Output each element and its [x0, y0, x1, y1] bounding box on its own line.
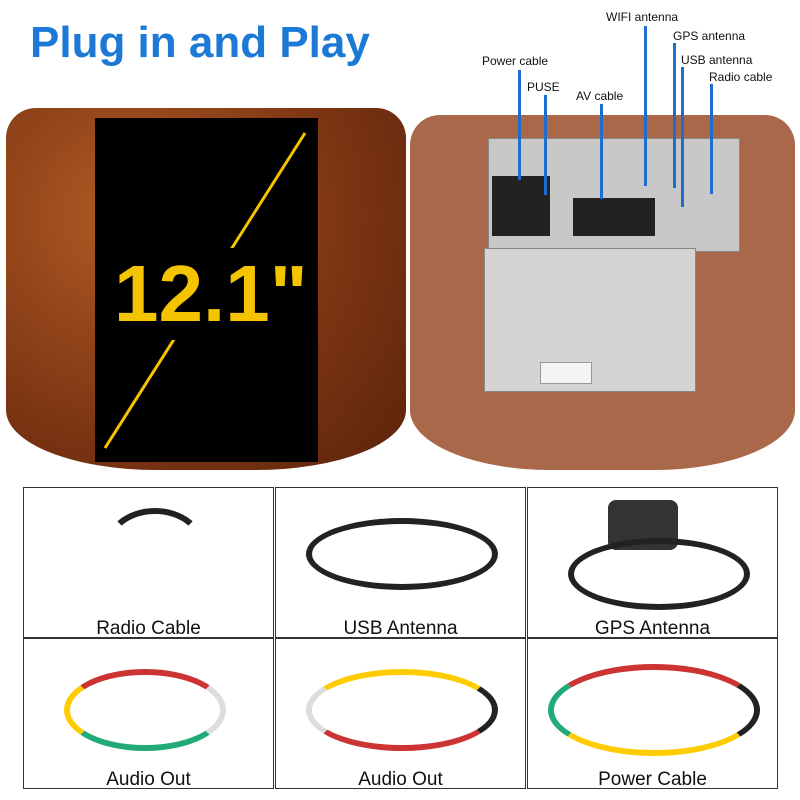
power-connector: [492, 176, 550, 236]
accessory-cell: [527, 487, 778, 638]
accessory-cell: [527, 638, 778, 789]
accessory-cell: [275, 487, 526, 638]
callout-line: [600, 104, 603, 199]
screen-size-label: 12.1": [110, 248, 312, 340]
accessory-label: Radio Cable: [96, 618, 201, 639]
accessory-cell: [23, 487, 274, 638]
accessory-label: GPS Antenna: [594, 618, 711, 639]
callout-puse: PUSE: [527, 80, 560, 94]
callout-power-cable: Power cable: [482, 54, 549, 68]
accessory-label: USB Antenna: [343, 618, 458, 639]
accessory-label: Power Cable: [598, 769, 707, 790]
callout-line: [518, 70, 521, 180]
accessory-cell: [23, 638, 274, 789]
callout-line: [673, 43, 676, 188]
callout-line: [544, 95, 547, 195]
callout-radio-cable: Radio cable: [709, 70, 773, 84]
av-connector: [573, 198, 655, 236]
callout-usb-antenna: USB antenna: [681, 53, 753, 67]
callout-line: [710, 84, 713, 194]
accessory-cell: [275, 638, 526, 789]
accessory-label: Audio Out: [106, 769, 191, 790]
callout-gps-antenna: GPS antenna: [673, 29, 746, 43]
page-title: Plug in and Play: [30, 18, 370, 67]
callout-av-cable: AV cable: [576, 89, 624, 103]
callout-line: [644, 26, 647, 186]
callout-wifi-antenna: WIFI antenna: [606, 10, 679, 24]
white-connector: [540, 362, 592, 384]
accessory-label: Audio Out: [358, 769, 443, 790]
callout-line: [681, 67, 684, 207]
